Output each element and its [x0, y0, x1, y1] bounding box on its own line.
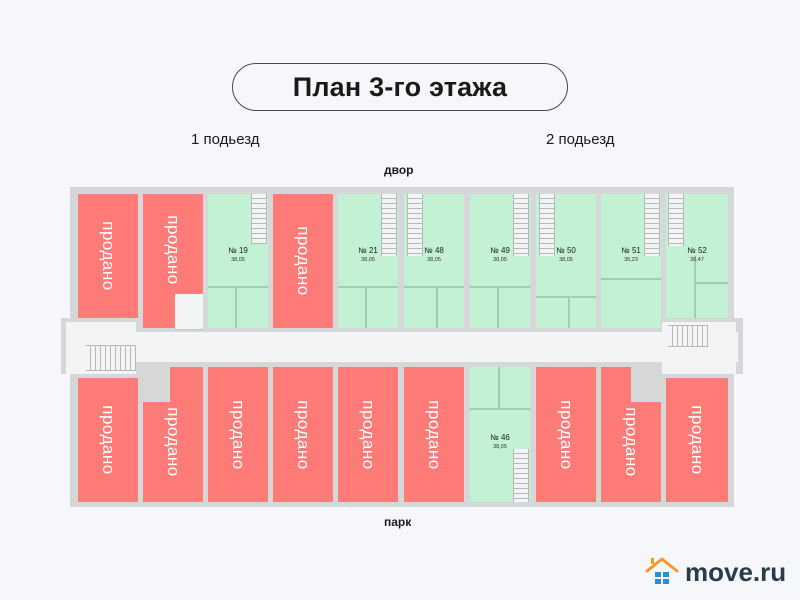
apartment-number: № 46	[490, 433, 510, 442]
page-title: План 3-го этажа	[232, 63, 568, 111]
apartment-number: № 50	[556, 246, 576, 255]
apartment-area: 38,05	[493, 444, 507, 450]
sold-label: продано	[99, 405, 118, 475]
unit-bottom-2[interactable]: продано	[143, 402, 203, 502]
staircase-left	[86, 345, 136, 371]
house-icon	[645, 557, 679, 584]
partition	[568, 296, 570, 328]
stair-icon	[539, 194, 555, 256]
apartment-number: № 48	[424, 246, 444, 255]
apartment-19[interactable]: № 19 38,05	[208, 194, 268, 328]
partition	[470, 286, 530, 288]
apartment-area: 38,05	[493, 257, 507, 263]
stair-icon	[407, 194, 423, 256]
stair-icon	[513, 194, 529, 256]
partition	[365, 286, 367, 328]
sold-label: продано	[164, 407, 183, 477]
stair-icon	[668, 194, 684, 246]
apartment-number: № 49	[490, 246, 510, 255]
partition	[235, 286, 237, 328]
unit-bottom-9-ext	[601, 367, 631, 407]
partition	[338, 286, 398, 288]
courtyard-label: двор	[384, 163, 414, 177]
sold-label: продано	[359, 399, 378, 470]
stair-icon	[644, 194, 660, 256]
stair-icon	[381, 194, 397, 256]
sold-label: продано	[425, 399, 444, 470]
stair-icon	[251, 194, 267, 244]
sold-label: продано	[294, 226, 313, 296]
partition	[404, 286, 464, 288]
sold-label: продано	[622, 407, 641, 477]
brand-logo[interactable]: move.ru	[645, 556, 786, 588]
park-label: парк	[384, 515, 412, 529]
staircase-right	[668, 325, 708, 347]
partition	[601, 278, 661, 280]
partition	[436, 286, 438, 328]
unit-bottom-6[interactable]: продано	[404, 367, 464, 502]
sold-label: продано	[229, 399, 248, 470]
apartment-51[interactable]: № 51 35,23	[601, 194, 661, 328]
unit-bottom-3[interactable]: продано	[208, 367, 268, 502]
apartment-46[interactable]: № 46 38,05	[470, 367, 530, 502]
partition	[208, 286, 268, 288]
apartment-number: № 19	[228, 246, 248, 255]
sold-label: продано	[294, 399, 313, 470]
partition	[694, 282, 728, 284]
partition	[470, 408, 530, 410]
unit-bottom-5[interactable]: продано	[338, 367, 398, 502]
apartment-number: № 21	[358, 246, 378, 255]
sold-label: продано	[688, 405, 707, 475]
apartment-area: 35,23	[624, 257, 638, 263]
corridor	[66, 332, 738, 362]
unit-bottom-2-ext	[170, 367, 203, 403]
entrance-2-label: 2 подьезд	[546, 131, 615, 148]
apartment-number: № 52	[687, 246, 707, 255]
apartment-49[interactable]: № 49 38,05	[470, 194, 530, 328]
stair-icon	[513, 449, 529, 502]
sold-label: продано	[557, 399, 576, 470]
unit-bottom-9[interactable]: продано	[601, 402, 661, 502]
apartment-area: 38,05	[361, 257, 375, 263]
unit-top-4[interactable]: продано	[273, 194, 333, 328]
partition	[498, 367, 500, 409]
apartment-21[interactable]: № 21 38,05	[338, 194, 398, 328]
utility-room-inner	[175, 294, 203, 328]
partition	[694, 256, 696, 318]
brand-name: move.ru	[685, 556, 787, 587]
apartment-number: № 51	[621, 246, 641, 255]
unit-bottom-8[interactable]: продано	[536, 367, 596, 502]
unit-bottom-4[interactable]: продано	[273, 367, 333, 502]
unit-bottom-1[interactable]: продано	[78, 378, 138, 502]
unit-bottom-10[interactable]: продано	[666, 378, 728, 502]
apartment-48[interactable]: № 48 38,05	[404, 194, 464, 328]
apartment-52[interactable]: № 52 30,47	[666, 194, 728, 318]
sold-label: продано	[99, 221, 118, 291]
unit-top-1[interactable]: продано	[78, 194, 138, 318]
sold-label: продано	[164, 215, 183, 285]
entrance-1-label: 1 подьезд	[191, 131, 260, 148]
apartment-area: 38,05	[231, 257, 245, 263]
apartment-area: 30,47	[690, 257, 704, 263]
partition	[536, 296, 596, 298]
apartment-area: 38,05	[427, 257, 441, 263]
apartment-area: 38,05	[559, 257, 573, 263]
apartment-50[interactable]: № 50 38,05	[536, 194, 596, 328]
partition	[497, 286, 499, 328]
